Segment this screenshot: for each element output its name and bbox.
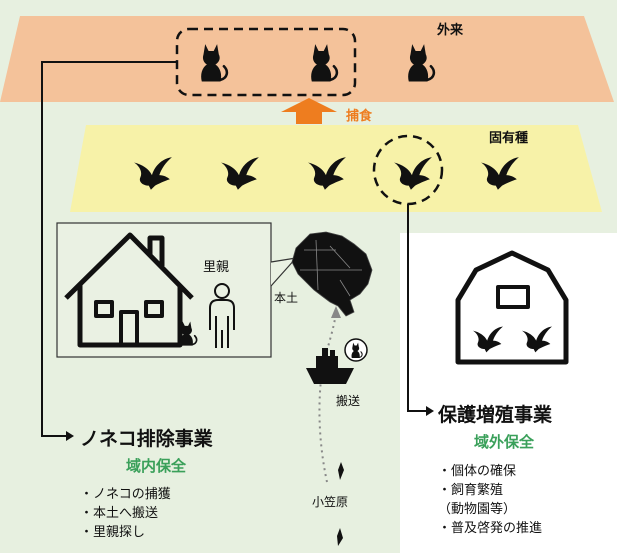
right-project-subtitle: 域外保全	[474, 433, 535, 451]
alien-band	[0, 16, 614, 102]
ogasawara-label: 小笠原	[312, 495, 349, 509]
transport-path	[318, 311, 337, 483]
predation-arrow	[281, 98, 337, 124]
ship-icon	[306, 348, 354, 384]
list-item: （動物園等）	[438, 502, 517, 517]
list-item: ・普及啓発の推進	[438, 521, 543, 536]
mainland-label: 本土	[274, 291, 299, 305]
left-project-subtitle: 域内保全	[126, 457, 187, 475]
left-project-title: ノネコ排除事業	[80, 428, 213, 450]
barn-icon	[455, 250, 569, 365]
right-project-title: 保護増殖事業	[438, 404, 553, 426]
list-item: ・本土へ搬送	[80, 506, 159, 521]
right-flow-line	[407, 204, 426, 412]
left-flow-line	[41, 61, 177, 437]
house-icon	[64, 232, 194, 348]
person-icon	[209, 283, 235, 348]
predation-label: 捕食	[346, 109, 373, 124]
list-item: ・飼育繁殖	[438, 483, 504, 498]
list-item: ・ノネコの捕獲	[80, 487, 171, 502]
foster-parent-label: 里親	[203, 260, 230, 275]
left-project-list: ・ノネコの捕獲 ・本土へ搬送 ・里親探し	[80, 485, 171, 542]
list-item: ・個体の確保	[438, 464, 517, 479]
transport-label: 搬送	[336, 394, 361, 408]
endemic-label: 固有種	[489, 131, 529, 146]
island-icon	[337, 462, 344, 546]
right-project-list: ・個体の確保 ・飼育繁殖 （動物園等） ・普及啓発の推進	[438, 462, 542, 538]
japan-map-icon	[291, 231, 373, 317]
alien-label: 外来	[437, 23, 464, 38]
list-item: ・里親探し	[80, 525, 146, 540]
